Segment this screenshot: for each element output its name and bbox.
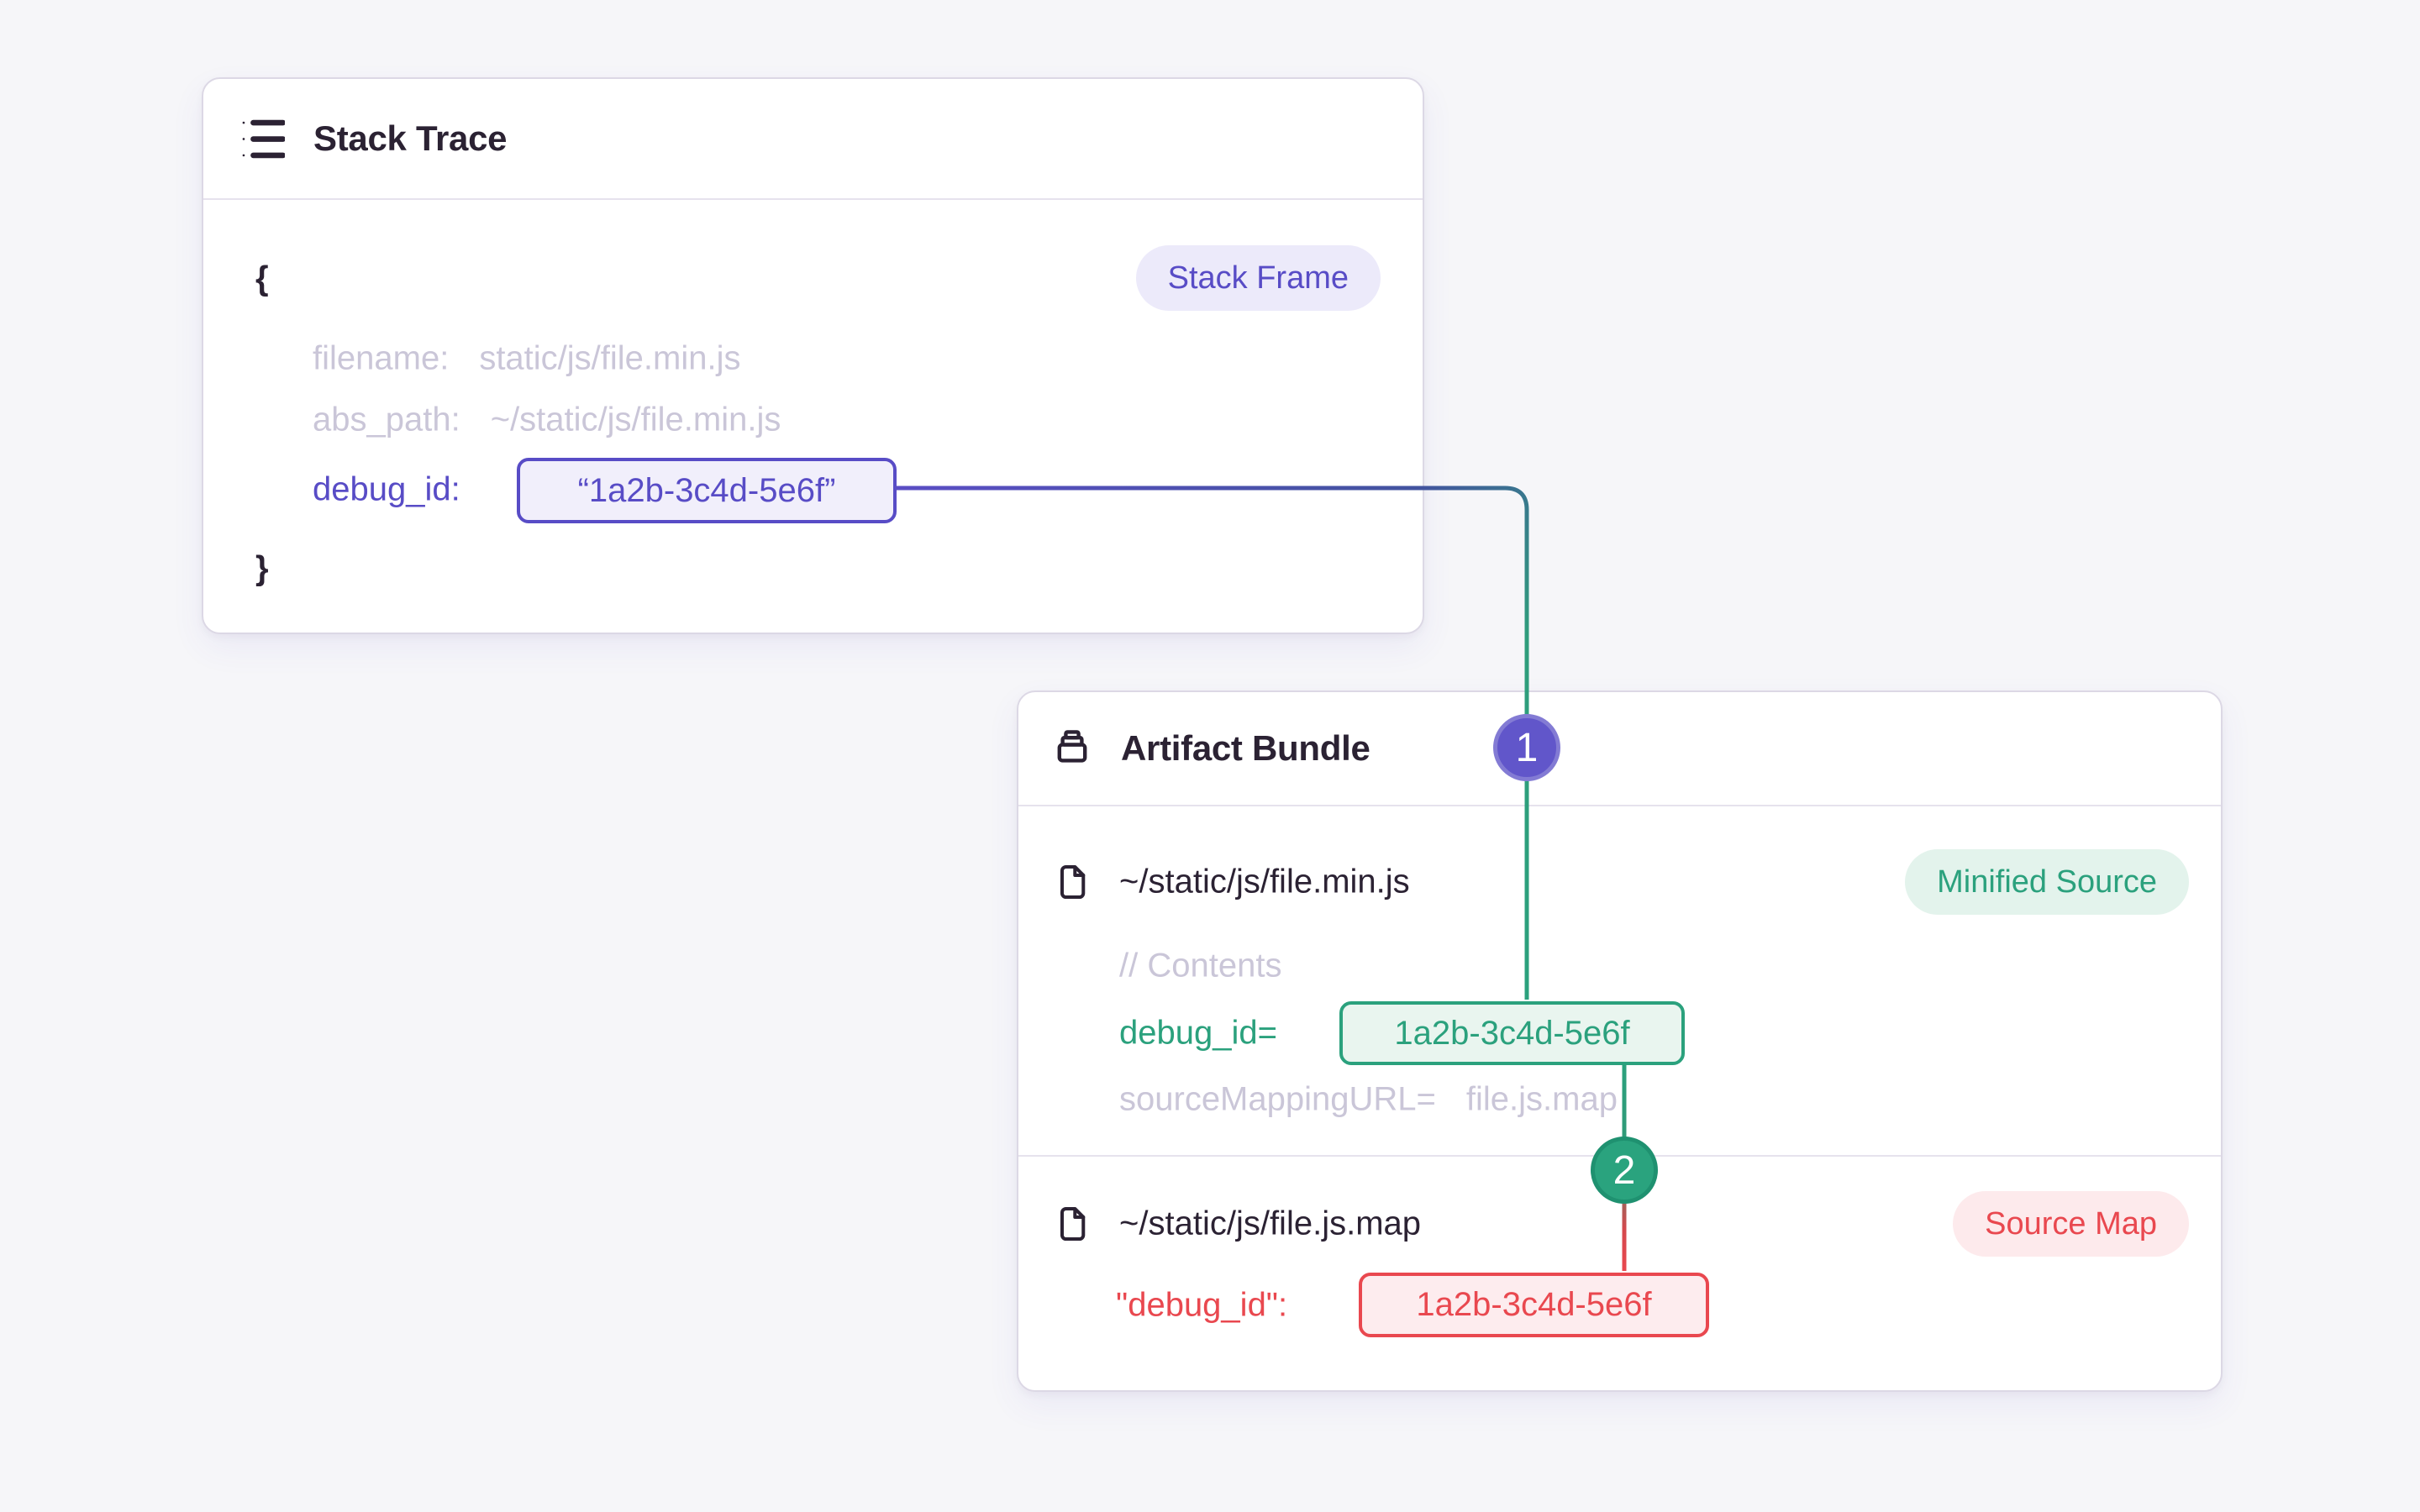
- source-map-badge-label: Source Map: [1985, 1205, 2157, 1242]
- sourcemap-file-path: ~/static/js/file.js.map: [1119, 1205, 1422, 1242]
- filename-line: filename: static/js/file.min.js: [313, 340, 740, 378]
- minified-source-badge-label: Minified Source: [1937, 864, 2157, 900]
- debug-id-value-box: “1a2b-3c4d-5e6f”: [517, 458, 897, 523]
- abs-path-label: abs_path:: [313, 401, 460, 438]
- stack-frame-badge-label: Stack Frame: [1167, 260, 1349, 296]
- minified-file-path: ~/static/js/file.min.js: [1119, 863, 1410, 900]
- source-mapping-url-value: file.js.map: [1465, 1080, 1618, 1118]
- bundle-debug-id-label: debug_id=: [1119, 1014, 1277, 1052]
- map-debug-id-value: 1a2b-3c4d-5e6f: [1416, 1286, 1652, 1323]
- debug-id-value: “1a2b-3c4d-5e6f”: [577, 471, 836, 509]
- abs-path-value: ~/static/js/file.min.js: [490, 401, 781, 438]
- source-mapping-url-line: sourceMappingURL= file.js.map: [1119, 1081, 1618, 1119]
- file-icon: [1060, 864, 1086, 900]
- filename-label: filename:: [313, 339, 450, 377]
- minified-source-badge: Minified Source: [1905, 849, 2189, 915]
- debug-id-line: debug_id:: [313, 471, 460, 509]
- artifact-bundle-card: Artifact Bundle ~/static/js/file.min.js …: [1017, 690, 2223, 1392]
- abs-path-line: abs_path: ~/static/js/file.min.js: [313, 402, 781, 439]
- stack-trace-card: Stack Trace Stack Frame { filename: stat…: [202, 77, 1424, 634]
- map-debug-id-label: "debug_id":: [1116, 1286, 1288, 1324]
- bundle-debug-id-value-box: 1a2b-3c4d-5e6f: [1339, 1001, 1685, 1065]
- close-brace: }: [255, 549, 269, 587]
- map-debug-id-value-box: 1a2b-3c4d-5e6f: [1359, 1273, 1709, 1337]
- step-1-badge: 1: [1493, 714, 1560, 781]
- stack-trace-header: Stack Trace: [203, 79, 1423, 200]
- file-icon: [1060, 1206, 1086, 1242]
- step-1-number: 1: [1515, 725, 1539, 770]
- debug-id-label: debug_id:: [313, 470, 460, 508]
- step-2-number: 2: [1612, 1147, 1636, 1193]
- stack-frame-badge: Stack Frame: [1135, 245, 1381, 311]
- artifact-bundle-title: Artifact Bundle: [1121, 728, 1370, 768]
- list-icon: [242, 119, 285, 158]
- open-brace: {: [255, 260, 269, 297]
- bundle-debug-id-line: debug_id=: [1119, 1015, 1277, 1053]
- step-2-badge: 2: [1591, 1137, 1658, 1204]
- source-mapping-url-label: sourceMappingURL=: [1119, 1080, 1436, 1118]
- stack-trace-title: Stack Trace: [313, 118, 508, 158]
- bundle-debug-id-value: 1a2b-3c4d-5e6f: [1394, 1014, 1630, 1052]
- artifact-bundle-header: Artifact Bundle: [1018, 692, 2221, 806]
- contents-comment: // Contents: [1119, 947, 1282, 984]
- map-debug-id-line: "debug_id":: [1116, 1287, 1287, 1325]
- filename-value: static/js/file.min.js: [479, 339, 741, 377]
- source-map-badge: Source Map: [1953, 1191, 2189, 1257]
- archive-box-icon: [1057, 730, 1087, 763]
